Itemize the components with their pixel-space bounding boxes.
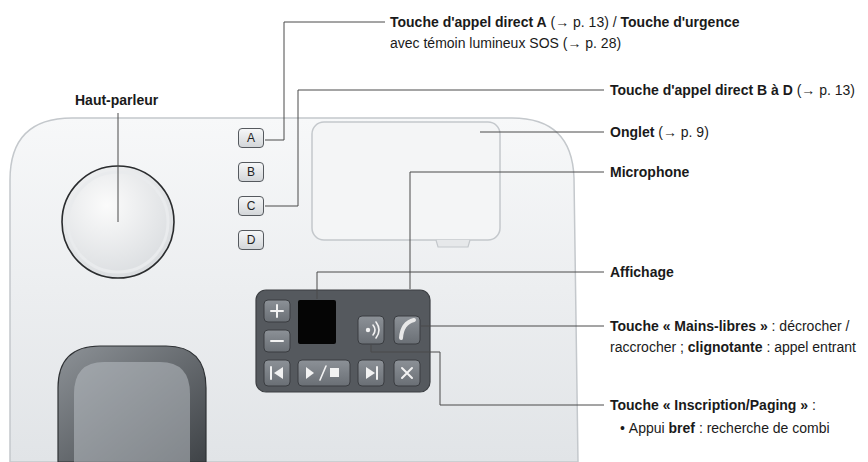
leader-line xyxy=(265,90,604,206)
handsfree-button xyxy=(394,316,420,344)
callout-text: Haut-parleur xyxy=(75,90,275,111)
callout-label: Touche d'appel direct B à D xyxy=(610,82,793,98)
callout-text: Touche « Mains-libres »: décrocher / rac… xyxy=(610,316,862,358)
callout-label: Appui xyxy=(629,420,665,436)
leader-line xyxy=(118,113,119,222)
callout-label: clignotante xyxy=(688,339,763,355)
callout-label: (→ p. 13) xyxy=(797,82,855,98)
control-panel xyxy=(256,290,430,392)
leader-line xyxy=(421,326,604,327)
callout-text: •Appuibref: recherche de combi xyxy=(620,418,862,439)
callout-text: Affichage xyxy=(610,262,862,283)
callout-label: : recherche de combi xyxy=(699,420,830,436)
direct-call-key: B xyxy=(238,162,264,182)
callout-label: (→ p. 13) / xyxy=(550,14,616,30)
callout-label: Affichage xyxy=(610,264,674,280)
callout-label: : appel entrant xyxy=(766,339,856,355)
callout-label: Touche d'urgence xyxy=(621,14,740,30)
delete-icon xyxy=(402,368,412,378)
handset-cradle xyxy=(58,346,206,462)
callout-label: Touche « Inscription/Paging » xyxy=(610,397,808,413)
next-button xyxy=(358,360,384,386)
leader-line xyxy=(480,132,604,133)
paging-dot xyxy=(366,328,370,332)
plus-icon xyxy=(271,305,283,317)
leader-line xyxy=(410,172,604,289)
callout-text: Touche d'appel direct B à D(→ p. 13) xyxy=(610,80,862,101)
previous-triangle xyxy=(274,367,283,379)
label-window xyxy=(312,122,500,240)
play-triangle xyxy=(306,367,314,379)
callout-label: Onglet xyxy=(610,124,654,140)
callout-text: Touche d'appel direct A(→ p. 13) / Touche… xyxy=(390,12,862,33)
paging-icon xyxy=(373,322,379,338)
key-letter: A xyxy=(247,131,255,145)
play-stop-slash xyxy=(320,366,326,380)
previous-button xyxy=(264,360,290,386)
callout-label: Touche d'appel direct A xyxy=(390,14,547,30)
plus-button xyxy=(264,300,290,322)
callout-label: • xyxy=(620,420,625,436)
leader-line xyxy=(265,22,385,140)
callout-text: Microphone xyxy=(610,162,862,183)
button-icons xyxy=(271,305,414,380)
stop-square xyxy=(330,368,339,377)
callout-text: Touche « Inscription/Paging »: xyxy=(610,395,862,416)
callout-text: avec témoin lumineux SOS (→ p. 28) xyxy=(390,33,862,54)
callout-label: (→ p. 9) xyxy=(658,124,709,140)
callout-label: bref xyxy=(669,420,695,436)
window-tab xyxy=(436,240,470,247)
base-housing xyxy=(10,118,578,462)
key-letter: C xyxy=(247,199,256,213)
callout-label: : xyxy=(812,397,816,413)
previous-bar xyxy=(270,367,272,379)
cradle-inner xyxy=(74,362,190,462)
callout-text: Onglet(→ p. 9) xyxy=(610,122,862,143)
callout-label: Haut-parleur xyxy=(75,92,158,108)
callout-label: Microphone xyxy=(610,164,689,180)
display-screen xyxy=(298,300,336,344)
panel-buttons xyxy=(264,300,420,386)
callout-label: avec témoin lumineux SOS (→ p. 28) xyxy=(390,35,621,51)
key-letter: B xyxy=(247,165,255,179)
direct-call-key: D xyxy=(238,230,264,250)
handset-icon xyxy=(401,320,414,338)
leader-group xyxy=(118,22,604,405)
play-stop-button xyxy=(298,360,350,386)
minus-icon xyxy=(271,340,283,342)
next-bar xyxy=(376,367,378,379)
leader-line xyxy=(371,345,604,405)
next-triangle xyxy=(366,367,375,379)
paging-button xyxy=(358,316,384,344)
button-solid-icons xyxy=(274,328,375,379)
direct-call-key: C xyxy=(238,196,264,216)
key-letter: D xyxy=(247,233,256,247)
callout-label: Touche « Mains-libres » xyxy=(610,318,768,334)
delete-button xyxy=(394,360,420,386)
direct-call-key: A xyxy=(238,128,264,148)
leader-line xyxy=(317,272,604,299)
minus-button xyxy=(264,330,290,352)
